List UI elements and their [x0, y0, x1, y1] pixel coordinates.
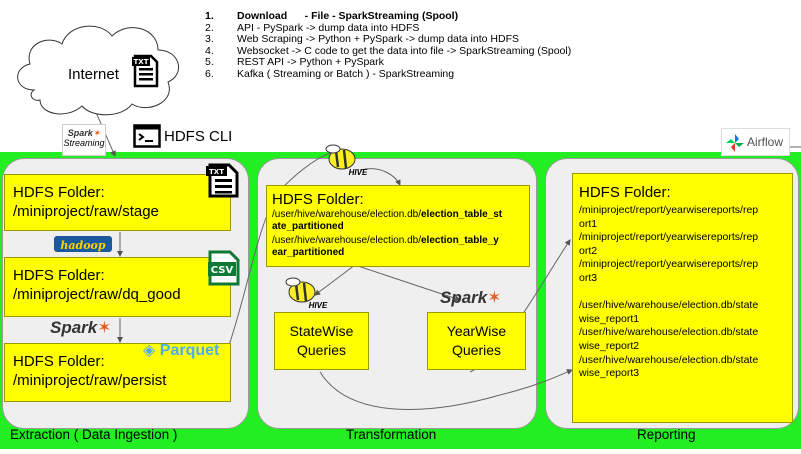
path-prefix: /user/hive/warehouse/election.db/ [272, 209, 421, 220]
dqgood-folder-title: HDFS Folder: [13, 267, 105, 284]
step-text: Websocket -> C code to get the data into… [237, 44, 572, 57]
persist-folder-title: HDFS Folder: [13, 353, 105, 370]
step-item: 4. Websocket -> C code to get the data in… [205, 44, 572, 58]
report-path-line: /user/hive/warehouse/election.db/state [579, 299, 759, 312]
yearwise-queries-label: YearWise Queries [446, 323, 507, 358]
spark-streaming-line2: Streaming [63, 138, 105, 148]
airflow-pinwheel-icon [726, 134, 744, 152]
report-path-line: wise_report3 [579, 367, 640, 380]
report-path-line [579, 286, 786, 300]
report-path-line: wise_report2 [579, 339, 640, 352]
spark-star-icon: ✶ [92, 128, 101, 138]
stage-folder-title: HDFS Folder: [13, 184, 105, 201]
txt-file-caption: TXT [134, 58, 149, 66]
report-path-line: ort2 [579, 244, 598, 257]
spark-label: Spark [50, 318, 98, 337]
report-path-line: /miniproject/report/yearwisereports/rep [579, 204, 759, 216]
report-path-line: /user/hive/warehouse/election.db/state [579, 353, 759, 366]
folder-to-yearwise-arrow [354, 264, 461, 302]
step-item: 2. API - PySpark -> dump data into HDFS [205, 21, 571, 35]
dqgood-folder-box: HDFS Folder: /miniproject/raw/dq_good [4, 257, 231, 317]
stage-folder-path: /miniproject/raw/stage [13, 203, 159, 220]
airflow-label: Airflow [747, 135, 784, 149]
spark-streaming-line1: Spark [67, 128, 93, 138]
csv-file-caption: CSV [211, 265, 234, 276]
statewise-queries-label: StateWise Queries [289, 323, 354, 358]
step-text: Kafka ( Streaming or Batch ) - SparkStre… [237, 67, 455, 80]
step-item: 3. Web Scraping -> Python + PySpark -> du… [205, 33, 571, 46]
spark-streaming-logo: Spark✶ Streaming [62, 124, 106, 156]
election-table-state-path: /user/hive/warehouse/election.db/electio… [272, 209, 524, 233]
table-name: election_table_st [420, 209, 503, 220]
step-text: Download - File - SparkStreaming (Spool) [237, 10, 459, 22]
step-number: 3. [205, 33, 214, 46]
yearwise-queries-box: YearWise Queries [427, 312, 526, 370]
table-name: election_table_y [420, 235, 499, 246]
terminal-icon [133, 124, 161, 148]
election-tables-folder-box: HDFS Folder: /user/hive/warehouse/electi… [266, 185, 530, 267]
step-item: 6. Kafka ( Streaming or Batch ) - SparkSt… [205, 67, 571, 81]
step-text: API - PySpark -> dump data into HDFS [237, 21, 420, 34]
step-item: 5. REST API -> Python + PySpark [205, 57, 571, 69]
step-number: 5. [205, 56, 214, 69]
reporting-footer-label: Reporting [637, 427, 696, 442]
txt-file-icon: TXT [206, 163, 239, 198]
step-text: REST API -> Python + PySpark [237, 56, 384, 69]
spark-logo: Spark✶ [50, 318, 112, 338]
ingestion-methods-list: 1. Download - File - SparkStreaming (Spoo… [205, 10, 572, 81]
report-path-line: ort3 [579, 271, 598, 284]
step-number: 6. [205, 67, 214, 80]
election-folder-title: HDFS Folder: [272, 191, 364, 208]
election-table-year-path: /user/hive/warehouse/election.db/electio… [272, 235, 524, 259]
statewise-to-report-curve [319, 369, 573, 410]
reports-folder-title: HDFS Folder: [579, 184, 671, 201]
stage-folder-box: HDFS Folder: /miniproject/raw/stage [4, 174, 231, 231]
hive-bee-icon: HIVE [285, 277, 328, 310]
spark-star-icon: ✶ [97, 318, 112, 337]
txt-file-caption: TXT [209, 168, 224, 176]
hive-label: HIVE [309, 301, 328, 310]
report-path-line: /miniproject/report/yearwisereports/rep [579, 231, 759, 244]
table-name-continued: ate_partitioned [272, 221, 344, 232]
dqgood-folder-path: /miniproject/raw/dq_good [13, 286, 181, 303]
spark-label: Spark [440, 288, 488, 307]
step-number: 4. [205, 44, 214, 57]
internet-cloud-icon [17, 25, 179, 116]
spark-logo: Spark✶ [440, 288, 502, 308]
report-path-line: ort1 [579, 217, 598, 230]
report-path-line: /user/hive/warehouse/election.db/state [579, 326, 759, 339]
reports-folder-box: HDFS Folder: /miniproject/report/yearwis… [572, 173, 793, 423]
txt-file-icon: TXT [132, 54, 159, 88]
internet-label: Internet [68, 66, 119, 83]
table-name-continued: ear_partitioned [272, 247, 345, 258]
step-number: 1. [205, 10, 214, 22]
path-prefix: /user/hive/warehouse/election.db/ [272, 235, 421, 246]
hive-to-folder-arrow [359, 168, 401, 186]
hive-label: HIVE [349, 168, 368, 177]
airflow-logo: Airflow [721, 128, 790, 156]
transformation-footer-label: Transformation [346, 427, 437, 442]
spark-star-icon: ✶ [487, 288, 502, 307]
statewise-queries-box: StateWise Queries [274, 312, 369, 370]
hive-bee-icon: HIVE [325, 144, 368, 177]
parquet-label: Parquet [159, 342, 220, 359]
parquet-logo: ◈ Parquet [143, 340, 219, 360]
step-item: 1. Download - File - SparkStreaming (Spoo… [205, 10, 571, 23]
hadoop-logo: hadoop [54, 236, 112, 252]
persist-folder-box: HDFS Folder: /miniproject/raw/persist [4, 343, 231, 402]
step-text: Web Scraping -> Python + PySpark -> dump… [237, 33, 519, 46]
extraction-footer-label: Extraction ( Data Ingestion ) [10, 427, 178, 442]
persist-folder-path: /miniproject/raw/persist [13, 372, 167, 389]
hdfs-cli-label: HDFS CLI [164, 128, 233, 145]
report-path-line: /miniproject/report/yearwisereports/rep [579, 258, 759, 271]
hadoop-label: hadoop [60, 239, 106, 252]
folder-to-statewise-arrow [314, 264, 356, 296]
report-path-line: wise_report1 [579, 312, 640, 325]
step-number: 2. [205, 21, 214, 34]
csv-file-icon: CSV [208, 250, 240, 286]
parquet-tiles-icon: ◈ [143, 342, 156, 359]
